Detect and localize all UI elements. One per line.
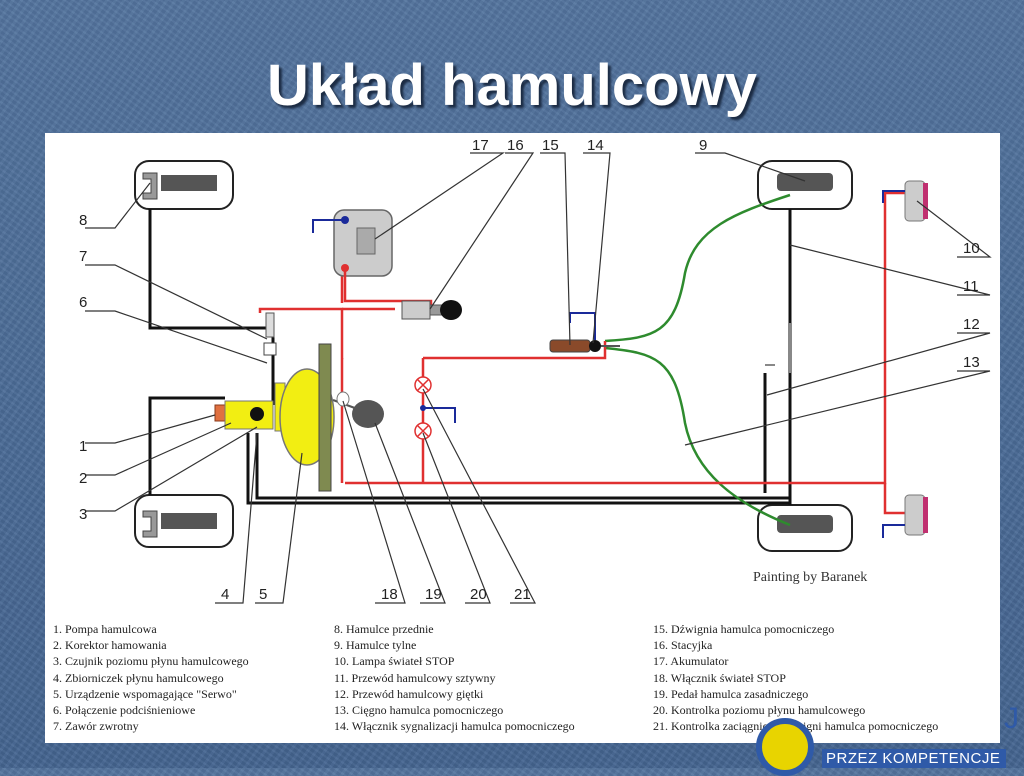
legend-item: 12. Przewód hamulcowy giętki xyxy=(334,686,484,701)
part-number-labels: 1 2 3 4 5 6 7 8 9 10 11 12 13 14 15 16 1… xyxy=(79,137,980,603)
label-7: 7 xyxy=(79,248,87,265)
stop-lamps xyxy=(882,180,928,538)
legend-item: 16. Stacyjka xyxy=(653,638,713,653)
brand-logo: J PRZEZ KOMPETENCJE xyxy=(750,702,1024,776)
diagram-credit: Painting by Baranek xyxy=(753,570,868,585)
legend-column-3: 15. Dźwignia hamulca pomocniczego 16. St… xyxy=(653,621,938,734)
front-left-brake xyxy=(134,160,234,210)
label-16: 16 xyxy=(507,137,524,154)
label-19: 19 xyxy=(425,586,442,603)
front-right-brake xyxy=(134,494,234,548)
legend-item: 10. Lampa świateł STOP xyxy=(334,654,455,669)
legend-item: 11. Przewód hamulcowy sztywny xyxy=(334,670,496,685)
label-5: 5 xyxy=(259,586,267,603)
legend-item: 5. Urządzenie wspomagające "Serwo" xyxy=(53,686,237,701)
diagram-drawing: 1 2 3 4 5 6 7 8 9 10 11 12 13 14 15 16 1… xyxy=(79,137,992,604)
label-21: 21 xyxy=(514,586,531,603)
brand-text: PRZEZ KOMPETENCJE xyxy=(822,749,1007,768)
label-18: 18 xyxy=(381,586,398,603)
legend-column-1: 1. Pompa hamulcowa 2. Korektor hamowania… xyxy=(53,621,249,734)
legend-item: 14. Włącznik sygnalizacji hamulca pomocn… xyxy=(334,719,575,734)
legend-item: 1. Pompa hamulcowa xyxy=(53,622,157,636)
master-cylinder xyxy=(214,312,277,430)
flexible-hoses xyxy=(765,323,791,373)
label-13: 13 xyxy=(963,354,980,371)
label-20: 20 xyxy=(470,586,487,603)
label-2: 2 xyxy=(79,470,87,487)
label-4: 4 xyxy=(221,586,229,603)
brake-pedal xyxy=(332,391,384,428)
slide-title: Układ hamulcowy xyxy=(267,53,757,118)
legend-item: 2. Korektor hamowania xyxy=(53,638,167,653)
legend-item: 8. Hamulce przednie xyxy=(334,622,434,636)
label-17: 17 xyxy=(472,137,489,154)
label-15: 15 xyxy=(542,137,559,154)
brake-system-diagram: 1 2 3 4 5 6 7 8 9 10 11 12 13 14 15 16 1… xyxy=(45,133,1000,743)
label-12: 12 xyxy=(963,316,980,333)
legend-item: 13. Cięgno hamulca pomocniczego xyxy=(334,702,504,717)
label-11: 11 xyxy=(963,278,979,295)
diagram-legend: 1. Pompa hamulcowa 2. Korektor hamowania… xyxy=(45,621,1000,741)
label-8: 8 xyxy=(79,212,87,229)
label-6: 6 xyxy=(79,294,87,311)
legend-item: 7. Zawór zwrotny xyxy=(53,719,139,734)
legend-item: 18. Włącznik świateł STOP xyxy=(653,670,786,685)
handbrake-lever xyxy=(549,312,620,353)
warning-lamps xyxy=(414,376,456,440)
rear-bottom-brake xyxy=(757,504,853,552)
label-10: 10 xyxy=(963,240,980,257)
label-9: 9 xyxy=(699,137,707,154)
label-3: 3 xyxy=(79,506,87,523)
handbrake-cables xyxy=(604,193,791,527)
legend-item: 20. Kontrolka poziomu płynu hamulcowego xyxy=(653,702,866,717)
legend-item: 9. Hamulce tylne xyxy=(334,638,417,653)
label-1: 1 xyxy=(79,438,87,455)
brand-circle-icon xyxy=(756,718,814,776)
brand-letter: J xyxy=(1004,702,1019,735)
battery xyxy=(312,209,433,309)
legend-item: 19. Pedał hamulca zasadniczego xyxy=(653,686,809,701)
legend-item: 6. Połączenie podciśnieniowe xyxy=(53,702,196,717)
legend-item: 17. Akumulator xyxy=(653,654,729,669)
label-14: 14 xyxy=(587,137,604,154)
legend-item: 3. Czujnik poziomu płynu hamulcowego xyxy=(53,654,249,669)
legend-column-2: 8. Hamulce przednie 9. Hamulce tylne 10.… xyxy=(334,621,575,734)
legend-item: 4. Zbiorniczek płynu hamulcowego xyxy=(53,670,224,685)
brake-servo xyxy=(274,343,335,492)
leader-lines xyxy=(85,152,992,604)
ignition-switch xyxy=(401,300,462,320)
legend-item: 15. Dźwignia hamulca pomocniczego xyxy=(653,622,835,636)
